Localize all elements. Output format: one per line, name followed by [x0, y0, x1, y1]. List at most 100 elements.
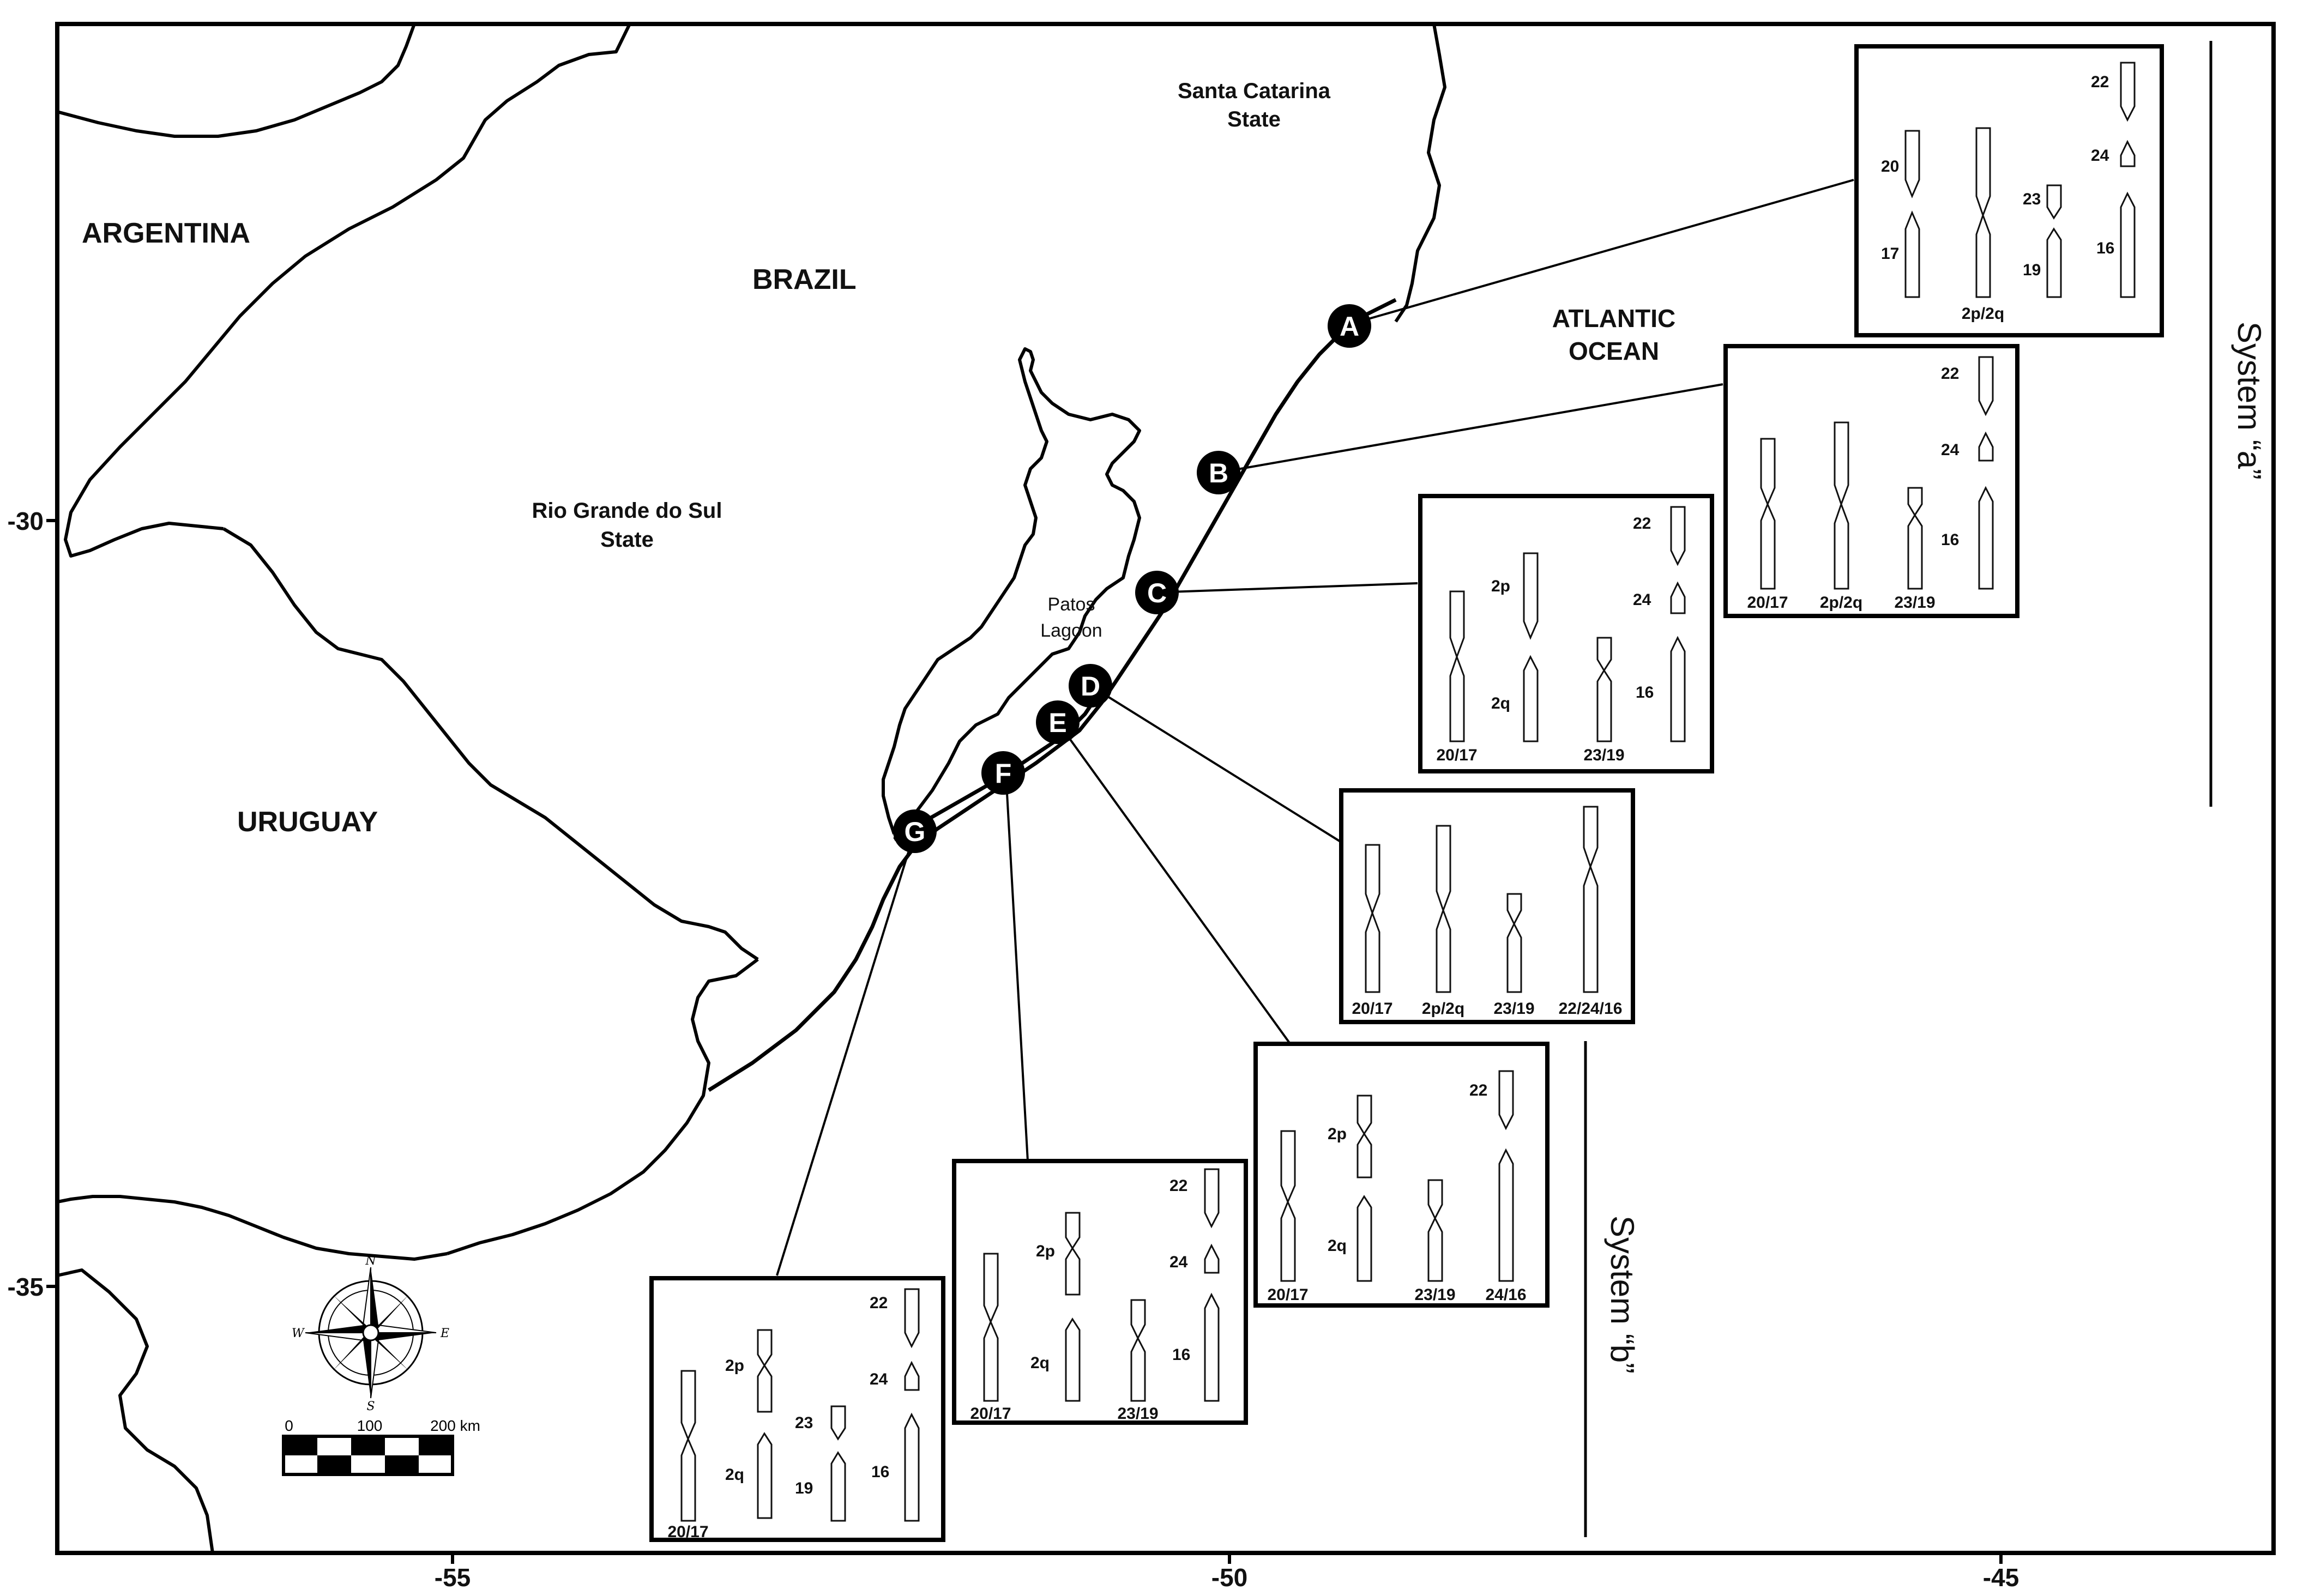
chromosome-label: 22	[1469, 1081, 1487, 1099]
chromosome	[757, 1432, 773, 1519]
chromosome	[1204, 1243, 1220, 1274]
chromosome-label: 22	[2091, 73, 2109, 91]
chromosome	[757, 1329, 773, 1413]
state-label-rio-grande-line2: State	[600, 528, 654, 552]
chromosome-label: 2p/2q	[1820, 594, 1862, 612]
lagoon-label-line2: Lagoon	[1040, 620, 1102, 641]
compass-north: N	[365, 1254, 376, 1268]
brazil-uruguay-border	[222, 527, 759, 961]
state-label-santa-catarina: Santa Catarina	[1178, 79, 1331, 103]
ocean-label-line2: OCEAN	[1569, 337, 1659, 365]
chromosome	[680, 1370, 696, 1522]
site-marker-a: A	[1328, 304, 1371, 348]
coastline	[708, 298, 1397, 1092]
chromosome	[904, 1288, 920, 1349]
chromosome-label: 2q	[1328, 1237, 1347, 1255]
chromosome	[1670, 506, 1686, 566]
chromosome	[2120, 191, 2136, 298]
chromosome-label: 20	[1881, 158, 1899, 176]
chromosome	[1449, 590, 1465, 742]
country-label-brazil: BRAZIL	[752, 264, 857, 295]
chromosome-label: 20/17	[1267, 1286, 1308, 1304]
chromosome-label: 23/19	[1117, 1405, 1158, 1423]
chromosome	[1904, 210, 1920, 298]
chromosome	[1357, 1095, 1372, 1178]
chromosome	[904, 1412, 920, 1522]
argentina-south-coast	[57, 1268, 214, 1553]
chromosome	[1978, 486, 1994, 590]
chromosome-label: 23/19	[1493, 1000, 1534, 1018]
chromosome-label: 16	[1172, 1346, 1190, 1364]
karyotype-panel-b: 20/17 2p/2q 23/19 22 24 16	[1723, 344, 2019, 618]
chromosome-label: 23	[795, 1414, 813, 1432]
chromosome	[1760, 438, 1776, 590]
chromosome	[1280, 1130, 1296, 1282]
chromosome-label: 2p	[725, 1357, 744, 1375]
karyotype-panel-a: 20 17 2p/2q 23 19 22 24 16	[1854, 44, 2164, 337]
site-marker-e: E	[1036, 700, 1080, 744]
chromosome	[830, 1451, 846, 1522]
x-tick-label: -45	[1983, 1563, 2019, 1592]
chromosome-label: 22	[870, 1294, 888, 1312]
chromosome-label: 2p/2q	[1422, 1000, 1464, 1018]
site-label: A	[1340, 311, 1359, 342]
chromosome-label: 23	[2023, 190, 2041, 208]
site-marker-c: C	[1135, 571, 1179, 614]
karyotype-panel-c: 2p 2q 20/17 23/19 22 24 16	[1418, 494, 1714, 773]
chromosome	[1204, 1168, 1220, 1229]
chromosome-label: 16	[1941, 531, 1959, 549]
chromosome-label: 24	[870, 1370, 888, 1388]
compass-rose-icon: N S E W	[292, 1254, 449, 1413]
chromosome-label: 2q	[1491, 694, 1510, 712]
site-marker-d: D	[1069, 664, 1112, 708]
y-axis: -30 -35	[8, 507, 57, 1301]
santa-catarina-coast	[1394, 23, 1446, 323]
chromosome-label: 22	[1633, 515, 1651, 533]
chromosome	[1978, 431, 1994, 462]
chromosome	[1498, 1070, 1514, 1130]
chromosome-label: 2q	[725, 1466, 744, 1484]
chromosome-label: 23/19	[1583, 746, 1624, 764]
chromosome-label: 20/17	[1352, 1000, 1392, 1018]
chromosome	[1130, 1299, 1146, 1402]
chromosome-label: 2p	[1036, 1242, 1055, 1260]
system-a-label: System “a”	[2231, 322, 2268, 480]
chromosome	[983, 1253, 999, 1402]
chromosome-label: 19	[795, 1479, 813, 1497]
chromosome	[1436, 825, 1451, 993]
chromosome-label: 2p	[1328, 1125, 1347, 1143]
chromosome	[2120, 140, 2136, 167]
argentina-coast-north	[57, 23, 416, 138]
country-label-argentina: ARGENTINA	[82, 217, 250, 249]
chromosome	[1670, 581, 1686, 614]
x-tick-label: -55	[435, 1563, 471, 1592]
site-marker-b: B	[1197, 451, 1240, 494]
chromosome	[1365, 844, 1380, 993]
chromosome	[1357, 1195, 1372, 1282]
chromosome	[1506, 893, 1522, 993]
chromosome-label: 24/16	[1485, 1286, 1526, 1304]
lagoon-label: Patos	[1048, 594, 1095, 615]
chromosome-label: 2q	[1030, 1354, 1050, 1372]
chromosome	[1427, 1179, 1443, 1282]
karyotype-panel-f: 2p 2q 20/17 23/19 22 24 16	[952, 1159, 1248, 1425]
chromosome-label: 24	[1169, 1253, 1188, 1271]
chromosome	[1596, 637, 1612, 742]
ocean-label: ATLANTIC	[1552, 304, 1676, 332]
chromosome	[2046, 227, 2062, 298]
scale-label-zero: 0	[285, 1417, 293, 1434]
chromosome-label: 23/19	[1894, 594, 1935, 612]
chromosome-label: 23/19	[1414, 1286, 1455, 1304]
chromosome-label: 16	[871, 1463, 889, 1481]
chromosome-label: 19	[2023, 261, 2041, 279]
site-label: C	[1147, 578, 1167, 608]
karyotype-panel-d: 20/17 2p/2q 23/19 22/24/16	[1339, 788, 1635, 1024]
scale-label-mid: 100	[357, 1417, 383, 1434]
karyotype-panel-e: 2p 2q 20/17 23/19 22 24/16	[1253, 1042, 1550, 1308]
chromosome-label: 20/17	[1747, 594, 1788, 612]
chromosome	[2120, 62, 2136, 122]
chromosome	[1523, 655, 1539, 742]
country-label-uruguay: URUGUAY	[237, 806, 378, 838]
system-b-label: System “b”	[1604, 1216, 1641, 1374]
